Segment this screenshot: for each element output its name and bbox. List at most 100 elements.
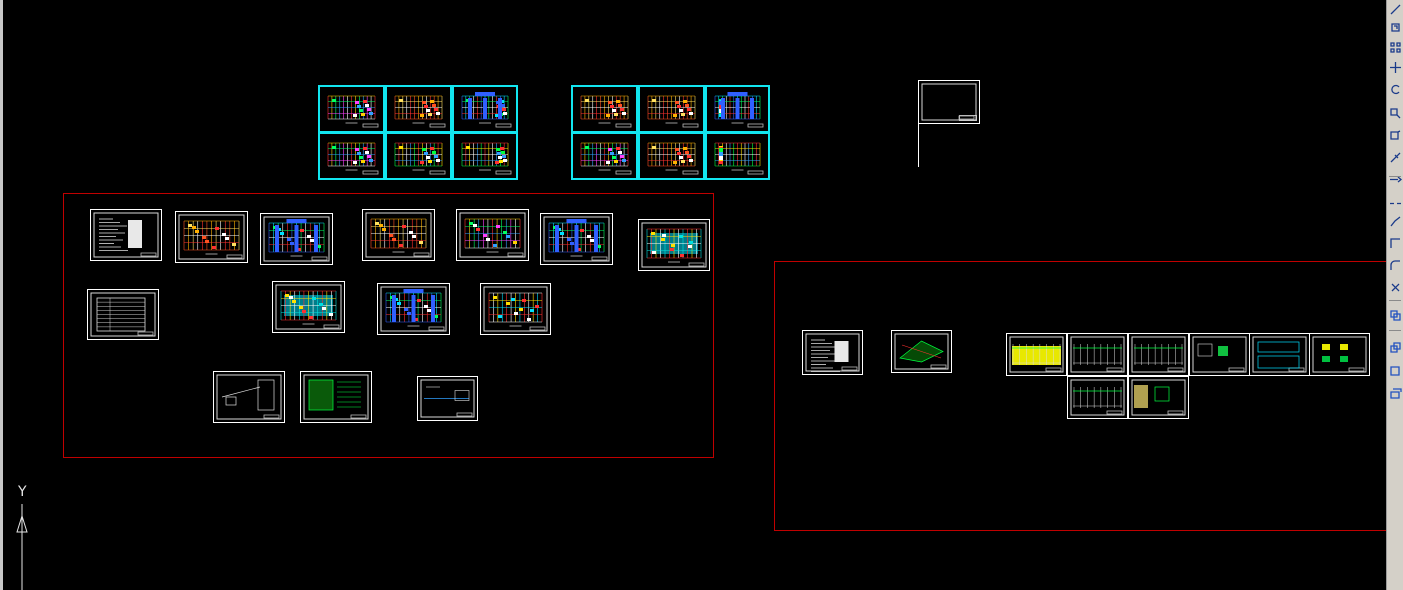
fillet-icon[interactable] [1388,258,1403,273]
sheet-thumbnail [216,374,282,420]
sheet-thumbnail [647,142,699,175]
offset-icon[interactable] [1388,20,1403,35]
sheet-thumbnail [1131,336,1186,373]
explode-icon[interactable] [1388,280,1403,295]
chamfer-icon[interactable] [1388,236,1403,251]
floor-plan-sheet[interactable] [318,85,385,133]
notes-sheet[interactable] [90,209,162,261]
draw-order-icon[interactable] [1388,308,1403,323]
modify-toolbar [1386,0,1403,590]
floor-plan-sheet[interactable] [260,213,333,265]
sheet-thumbnail [1252,336,1307,373]
elevation-sheet[interactable] [1067,376,1128,419]
join-icon[interactable] [1388,214,1403,229]
detail-sheet[interactable] [1189,333,1250,376]
detail-sheet[interactable] [417,376,478,421]
floor-plan-sheet[interactable] [452,132,518,180]
stretch-icon[interactable] [1388,128,1403,143]
elevation-sheet[interactable] [1128,333,1189,376]
floor-plan-sheet[interactable] [638,219,710,271]
floor-plan-sheet[interactable] [175,211,248,263]
drawing-group-frame[interactable] [774,261,1386,531]
floor-plan-sheet[interactable] [571,85,638,133]
sheet-thumbnail [380,286,447,332]
break-icon[interactable] [1388,196,1403,211]
sheet-thumbnail [93,212,159,258]
array-icon[interactable] [1388,40,1403,55]
sheet-thumbnail [580,142,632,175]
sheet-thumbnail [647,95,699,128]
detail-sheet[interactable] [300,371,372,423]
empty-sheet[interactable] [918,80,980,124]
detail-sheet[interactable] [213,371,285,423]
floor-plan-sheet[interactable] [385,85,452,133]
schedule-sheet[interactable] [87,289,159,340]
ucs-y-label: Y [18,484,27,500]
sheet-thumbnail [90,292,156,337]
elevation-sheet[interactable] [1006,333,1067,376]
send-back-icon[interactable] [1388,364,1403,379]
sheet-thumbnail [580,95,632,128]
sheet-thumbnail [921,83,977,121]
sheet-thumbnail [365,212,432,258]
sheet-thumbnail [394,142,446,175]
site-plan-sheet[interactable] [891,330,952,373]
floor-plan-sheet[interactable] [456,209,529,261]
sheet-thumbnail [461,92,512,128]
floor-plan-sheet[interactable] [638,132,705,180]
floor-plan-sheet[interactable] [452,85,518,133]
floor-plan-sheet[interactable] [318,132,385,180]
sheet-thumbnail [303,374,369,420]
canvas-left-edge [0,0,3,590]
rotate-icon[interactable] [1388,82,1403,97]
extend-icon[interactable] [1388,172,1403,187]
sheet-thumbnail [1192,336,1247,373]
sheet-thumbnail [1312,336,1367,373]
section-sheet[interactable] [1249,333,1310,376]
notes-sheet[interactable] [802,330,863,375]
floor-plan-sheet[interactable] [540,213,613,265]
leader-line [918,124,919,167]
sheet-thumbnail [641,222,707,268]
drawing-group-frame[interactable] [63,193,714,458]
scale-icon[interactable] [1388,106,1403,121]
sheet-thumbnail [1009,336,1064,373]
ucs-icon [16,504,28,590]
sheet-thumbnail [327,95,379,128]
floor-plan-sheet[interactable] [705,85,770,133]
sheet-thumbnail [327,142,379,175]
floor-plan-sheet[interactable] [638,85,705,133]
sheet-thumbnail [1070,336,1125,373]
sheet-thumbnail [714,142,764,175]
bring-above-icon[interactable] [1388,386,1403,401]
sheet-thumbnail [459,212,526,258]
toolbar-separator [1389,176,1401,177]
floor-plan-sheet[interactable] [385,132,452,180]
move-icon[interactable] [1388,60,1403,75]
floor-plan-sheet[interactable] [362,209,435,261]
floor-plan-sheet[interactable] [377,283,450,335]
sheet-thumbnail [394,95,446,128]
sheet-thumbnail [1070,379,1125,416]
detail-sheet[interactable] [1128,376,1189,419]
sheet-thumbnail [263,216,330,262]
sheet-thumbnail [714,92,764,128]
sheet-thumbnail [275,284,342,330]
elevation-sheet[interactable] [1067,333,1128,376]
detail-sheet[interactable] [1309,333,1370,376]
floor-plan-sheet[interactable] [705,132,770,180]
floor-plan-sheet[interactable] [272,281,345,333]
bring-front-icon[interactable] [1388,340,1403,355]
sheet-thumbnail [894,333,949,370]
floor-plan-sheet[interactable] [571,132,638,180]
floor-plan-sheet[interactable] [480,283,551,335]
sheet-thumbnail [543,216,610,262]
sheet-thumbnail [805,333,860,372]
sheet-thumbnail [483,286,548,332]
toolbar-separator [1389,330,1401,331]
trim-icon[interactable] [1388,150,1403,165]
line-icon[interactable] [1388,2,1403,17]
sheet-thumbnail [178,214,245,260]
toolbar-separator [1389,300,1401,301]
